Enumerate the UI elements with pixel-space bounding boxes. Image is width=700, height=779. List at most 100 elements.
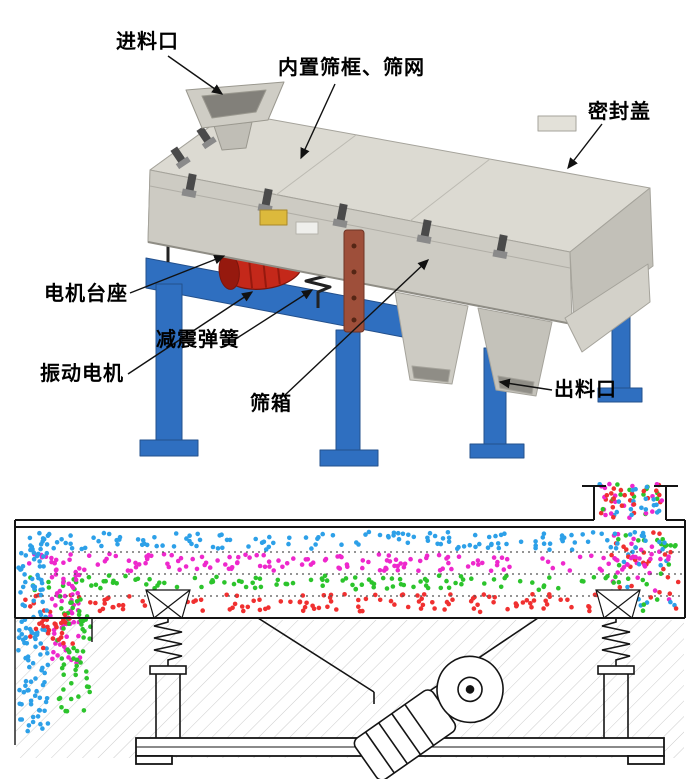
particle-magenta bbox=[393, 557, 399, 562]
particle-magenta bbox=[631, 536, 636, 542]
particle-blue bbox=[38, 542, 44, 547]
particle-blue bbox=[498, 532, 504, 538]
particle-blue bbox=[547, 547, 552, 552]
screen-decks bbox=[30, 551, 683, 597]
particle-green bbox=[71, 645, 76, 651]
particle-blue bbox=[432, 533, 438, 539]
particle-green bbox=[343, 576, 349, 581]
particle-green bbox=[61, 672, 66, 677]
particle-magenta bbox=[299, 562, 305, 567]
particle-red bbox=[311, 606, 317, 611]
particle-red bbox=[93, 600, 98, 606]
particle-magenta bbox=[82, 567, 87, 573]
particle-green bbox=[556, 585, 561, 591]
particle-magenta bbox=[308, 562, 314, 567]
base-foot-right bbox=[627, 755, 665, 765]
particle-blue bbox=[612, 531, 618, 537]
particle-blue bbox=[37, 559, 42, 564]
particle-magenta bbox=[69, 610, 75, 616]
particle-green bbox=[114, 581, 119, 586]
particle-red bbox=[334, 607, 339, 612]
particle-green bbox=[67, 649, 72, 655]
particle-blue bbox=[20, 584, 26, 590]
particle-blue bbox=[217, 533, 222, 538]
particle-red bbox=[543, 598, 548, 604]
particle-blue bbox=[40, 599, 45, 605]
particle-magenta bbox=[234, 560, 240, 566]
particle-green bbox=[252, 585, 258, 591]
particle-blue bbox=[21, 689, 27, 695]
particle-magenta bbox=[446, 560, 451, 566]
particle-red bbox=[392, 602, 397, 607]
leader-line-inner-screen bbox=[300, 83, 336, 160]
particle-green bbox=[84, 669, 89, 674]
particle-blue bbox=[628, 507, 634, 512]
particle-magenta bbox=[495, 559, 500, 565]
particle-red bbox=[266, 605, 271, 610]
particle-green bbox=[236, 578, 242, 584]
particle-green bbox=[359, 582, 365, 587]
particle-red bbox=[657, 492, 662, 498]
particle-blue bbox=[39, 580, 45, 586]
particle-magenta bbox=[540, 556, 545, 561]
particle-blue bbox=[40, 536, 46, 541]
particle-green bbox=[111, 578, 116, 584]
particle-blue bbox=[44, 550, 50, 556]
label-feed-inlet: 进料口 bbox=[116, 31, 179, 53]
particle-blue bbox=[37, 609, 43, 615]
particle-magenta bbox=[125, 568, 131, 573]
particle-magenta bbox=[183, 564, 189, 569]
particle-green bbox=[517, 578, 523, 584]
particle-green bbox=[59, 606, 64, 611]
particle-red bbox=[673, 606, 679, 611]
particle-blue bbox=[559, 536, 565, 542]
particle-red bbox=[618, 487, 624, 493]
particle-magenta bbox=[606, 561, 611, 567]
particle-blue bbox=[23, 635, 29, 640]
particle-blue bbox=[253, 536, 258, 542]
particle-magenta bbox=[229, 565, 235, 570]
particle-red bbox=[224, 592, 229, 598]
particle-red bbox=[475, 602, 480, 608]
leader-line-screen-box bbox=[283, 259, 430, 397]
particle-red bbox=[668, 549, 673, 555]
particle-red bbox=[62, 612, 68, 618]
particle-blue bbox=[632, 530, 638, 535]
particle-blue bbox=[660, 546, 665, 552]
particle-green bbox=[660, 537, 665, 542]
particle-blue bbox=[68, 533, 73, 538]
particle-blue bbox=[614, 509, 620, 515]
particle-magenta bbox=[76, 633, 81, 639]
particle-green bbox=[243, 584, 249, 590]
particle-magenta bbox=[271, 568, 277, 573]
particle-green bbox=[613, 574, 618, 580]
particle-blue bbox=[38, 652, 43, 657]
particle-blue bbox=[19, 717, 25, 722]
particle-magenta bbox=[267, 564, 272, 569]
particle-magenta bbox=[424, 553, 430, 558]
particle-magenta bbox=[86, 553, 92, 558]
particle-magenta bbox=[305, 557, 311, 562]
particle-blue bbox=[644, 484, 650, 490]
particle-blue bbox=[45, 721, 51, 726]
particle-green bbox=[591, 575, 597, 580]
particle-blue bbox=[197, 537, 203, 543]
leg-cap-left bbox=[149, 665, 187, 675]
particle-green bbox=[274, 582, 279, 587]
particle-magenta bbox=[387, 559, 393, 564]
particle-green bbox=[541, 584, 546, 590]
particle-blue bbox=[267, 534, 272, 540]
particle-magenta bbox=[53, 603, 58, 608]
particle-blue bbox=[572, 540, 578, 545]
particle-red bbox=[520, 600, 526, 605]
spring-mount-right bbox=[595, 589, 641, 619]
particle-magenta bbox=[589, 553, 594, 559]
schematic-spring-right bbox=[601, 618, 631, 666]
particle-green bbox=[70, 605, 75, 611]
particle-green bbox=[384, 586, 390, 591]
particle-blue bbox=[41, 554, 46, 559]
particle-red bbox=[28, 604, 33, 609]
particle-magenta bbox=[61, 560, 66, 565]
particle-green bbox=[444, 578, 449, 584]
